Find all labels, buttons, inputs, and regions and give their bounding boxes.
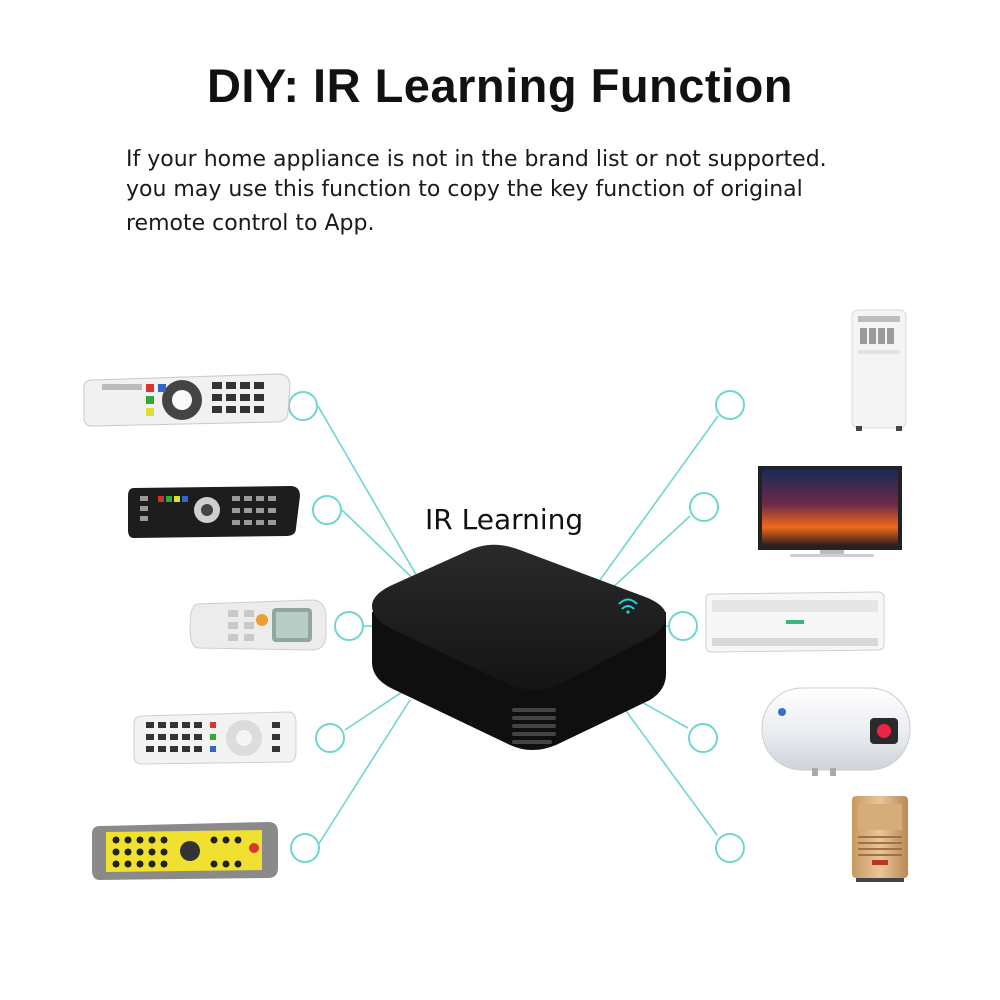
hub-label: IR Learning <box>425 503 584 536</box>
connector-line <box>317 699 411 846</box>
connector-node <box>715 390 745 420</box>
yellow-remote <box>92 822 278 880</box>
connector-line <box>617 699 718 836</box>
flat-screen-tv <box>758 466 902 557</box>
black-tv-remote <box>128 486 300 538</box>
connector-node <box>312 495 342 525</box>
wifi-icon <box>618 598 638 614</box>
white-tv-remote <box>83 373 291 427</box>
description-line-1: If your home appliance is not in the bra… <box>126 147 827 172</box>
connector-node <box>290 833 320 863</box>
description-line-2: you may use this function to copy the ke… <box>126 177 803 202</box>
connector-node <box>288 391 318 421</box>
connector-nodes <box>288 390 745 863</box>
connector-node <box>315 723 345 753</box>
white-satellite-remote <box>133 711 297 765</box>
ac-remote <box>189 599 327 651</box>
connector-node <box>715 833 745 863</box>
portable-air-conditioner <box>851 309 907 431</box>
vent-slots <box>512 708 556 744</box>
electric-water-heater <box>761 687 911 776</box>
description-line-3: remote control to App. <box>126 211 375 236</box>
connector-line <box>317 405 426 591</box>
ir-hub-device <box>372 544 666 750</box>
connector-line <box>609 515 691 591</box>
connector-node <box>688 723 718 753</box>
connector-node <box>334 611 364 641</box>
page-title: DIY: IR Learning Function <box>206 59 794 112</box>
air-purifier <box>852 796 908 882</box>
split-air-conditioner <box>705 591 885 653</box>
connector-line <box>599 415 719 581</box>
connector-node <box>668 611 698 641</box>
connector-node <box>689 492 719 522</box>
